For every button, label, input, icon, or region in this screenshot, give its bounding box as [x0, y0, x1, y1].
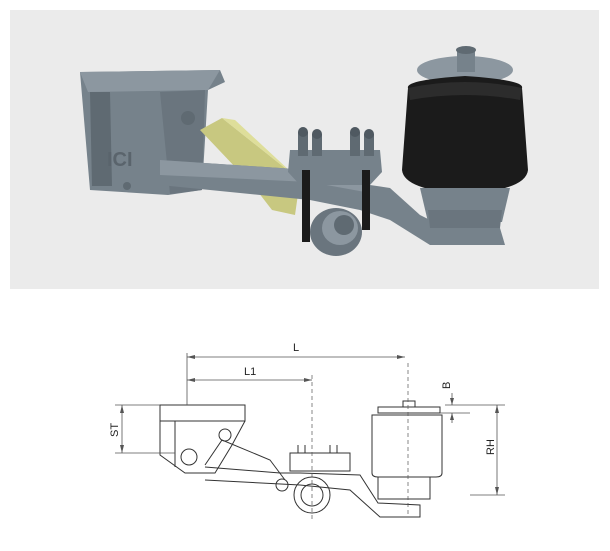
logo-text: ICI [107, 149, 133, 171]
dimension-label-b: B [441, 382, 453, 389]
dimension-label-st: ST [109, 423, 121, 437]
axle-seat [288, 127, 382, 256]
dimension-label-l: L [293, 342, 299, 354]
spring-beam [160, 160, 505, 245]
render-panel: ICI [10, 10, 599, 289]
technical-drawing-panel: L L1 B RH ST [0, 295, 610, 551]
dimension-label-l1: L1 [244, 366, 256, 378]
center-lines [311, 363, 409, 520]
drawing-outline [159, 400, 443, 518]
bolt-icon [181, 111, 195, 125]
suspension-render: ICI [80, 46, 528, 256]
dimension-label-rh: RH [485, 439, 497, 455]
technical-drawing: L L1 B RH ST [109, 342, 505, 520]
air-spring [402, 46, 528, 228]
dimension-lines [115, 353, 505, 496]
